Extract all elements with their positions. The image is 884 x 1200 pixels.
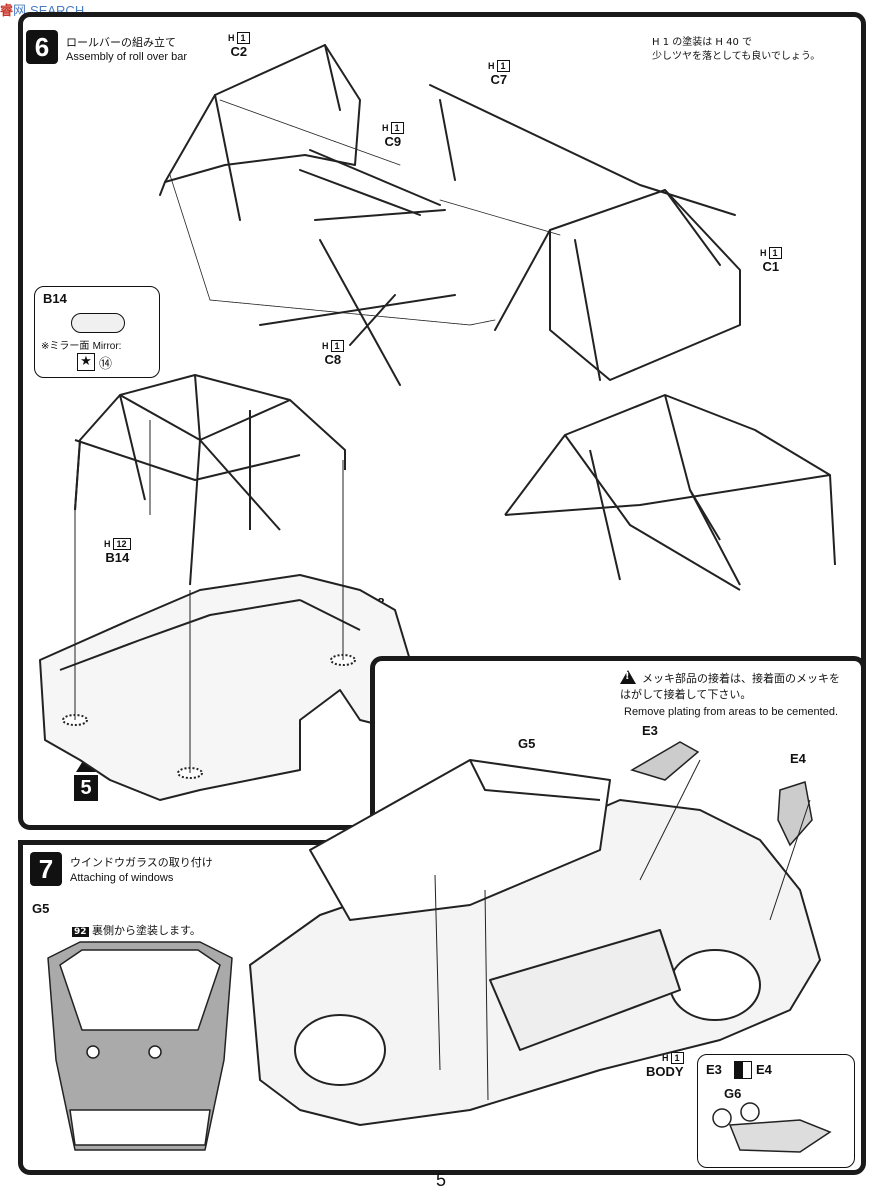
step7-number: 7 — [30, 852, 62, 886]
step7-cover-left — [23, 845, 373, 855]
g5-paint-note: 92 裏側から塗装します。 — [72, 924, 201, 937]
inset-e4: E4 — [756, 1062, 772, 1077]
g5-windshield-flat — [47, 941, 233, 1151]
car-body-drawing — [249, 759, 821, 1126]
warning-en: Remove plating from areas to be cemented… — [624, 706, 839, 718]
part-label-g5-top: G5 — [518, 736, 536, 751]
paint-note-line1: H 1 の塗装は H 40 で — [652, 37, 753, 48]
mirror-label: ※ミラー面 Mirror: — [41, 341, 122, 352]
rollbar-exploded-drawing — [159, 44, 741, 386]
ref-step-5: 5 — [74, 775, 98, 801]
mirror-number: ⑭ — [99, 357, 113, 372]
warning-icon — [620, 670, 636, 684]
part-label-e4: E4 — [790, 751, 806, 766]
rollbar-assembled-right — [504, 394, 836, 591]
mirror-icon — [71, 313, 125, 333]
step6-paint-note: H 1 の塗装は H 40 で 少しツヤを落としても良いでしょう。 — [652, 36, 820, 64]
headlight-parts — [630, 741, 832, 1153]
assembly-guide-lines — [74, 420, 344, 773]
step6-title-en: Assembly of roll over bar — [66, 51, 188, 63]
inset-g6: G6 — [724, 1086, 742, 1101]
rollbar-assembled-left — [74, 374, 346, 586]
inset-e3: E3 — [706, 1062, 722, 1077]
step7-guide-lines — [434, 759, 811, 1101]
step7-title-en: Attaching of windows — [70, 872, 174, 884]
warning-exclaim: ! — [625, 671, 630, 682]
step6-title-jp: ロールバーの組み立て — [66, 36, 176, 49]
step7-title-jp: ウインドウガラスの取り付け — [70, 856, 213, 869]
b14-inset-title: B14 — [43, 291, 67, 306]
b14-inset-box: B14 ※ミラー面 Mirror: ★ ⑭ — [34, 286, 160, 378]
warning-jp-line1: メッキ部品の接着は、接着面のメッキを — [642, 672, 840, 685]
page-number: 5 — [436, 1170, 447, 1190]
paint-code-92: 92 — [72, 927, 89, 937]
half-circle-icon — [734, 1061, 752, 1079]
warning-jp-line2: はがして接着して下さい。 — [620, 688, 752, 701]
plating-warning: ! メッキ部品の接着は、接着面のメッキを はがして接着して下さい。 Remove… — [614, 668, 852, 724]
step7-top-border — [18, 840, 373, 845]
paint-note-line2: 少しツヤを落としても良いでしょう。 — [652, 51, 821, 62]
part-label-e3: E3 — [642, 723, 658, 738]
g5-label: G5 — [32, 901, 50, 916]
watermark-left: 睿 — [0, 3, 14, 18]
chassis-tub-drawing — [39, 574, 411, 801]
step6-number: 6 — [26, 30, 58, 64]
star-icon: ★ — [77, 353, 95, 371]
